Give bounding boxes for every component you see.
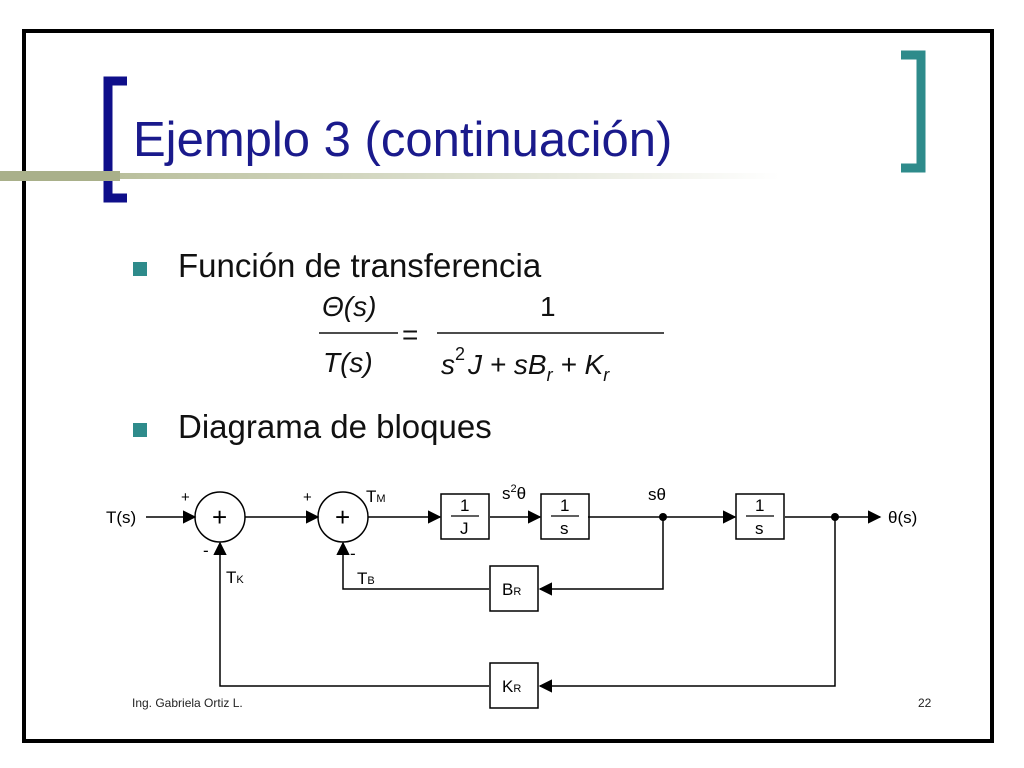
title-rule xyxy=(120,173,780,179)
sum1-plus-sign: + xyxy=(181,489,190,506)
block-br xyxy=(489,565,539,612)
block-kr-label: KR xyxy=(502,677,521,696)
bullet-icon xyxy=(133,423,147,437)
title-rule-left xyxy=(0,171,120,181)
stheta-label: sθ xyxy=(648,485,666,504)
left-bracket-icon xyxy=(103,76,127,203)
formula-num-right: 1 xyxy=(540,291,556,322)
block-1j-num: 1 xyxy=(460,496,469,515)
pickoff-point-stheta xyxy=(659,513,667,521)
page-number: 22 xyxy=(918,696,932,710)
tk-label: TK xyxy=(226,568,244,587)
formula-equals: = xyxy=(402,319,418,350)
block-1s-a-num: 1 xyxy=(560,496,569,515)
formula-den-left: T(s) xyxy=(323,347,373,378)
output-label: θ(s) xyxy=(888,508,917,527)
slide-title: Ejemplo 3 (continuación) xyxy=(133,113,673,167)
pickoff-point-theta xyxy=(831,513,839,521)
block-br-label: BR xyxy=(502,580,521,599)
block-1-over-j xyxy=(440,493,490,540)
block-1j-den: J xyxy=(460,519,469,538)
block-1s-b-num: 1 xyxy=(755,496,764,515)
sum2-symbol: + xyxy=(335,502,350,532)
br-feedback-in xyxy=(538,517,664,596)
sum2-minus-sign: - xyxy=(350,544,356,563)
sum1-symbol: + xyxy=(212,502,227,532)
block-1-over-s-a xyxy=(540,493,590,540)
block-1-over-s-b xyxy=(735,493,785,540)
slide-frame xyxy=(22,29,994,743)
right-bracket-icon xyxy=(901,50,926,173)
block-1s-a-den: s xyxy=(560,519,569,538)
kr-feedback-in xyxy=(538,517,836,693)
block-1s-b-den: s xyxy=(755,519,764,538)
s2theta-label: s2θ xyxy=(502,483,526,503)
br-feedback-out xyxy=(336,541,489,590)
bullet-icon xyxy=(133,262,147,276)
input-label: T(s) xyxy=(106,508,136,527)
tb-label: TB xyxy=(357,569,375,588)
tm-label: TM xyxy=(366,487,386,506)
footer-author: Ing. Gabriela Ortiz L. xyxy=(132,696,243,710)
formula-num-left: Θ(s) xyxy=(322,291,376,322)
sum1-minus-sign: - xyxy=(203,541,209,560)
kr-feedback-out xyxy=(213,541,489,687)
sum2-plus-sign: + xyxy=(303,489,312,506)
block-kr xyxy=(489,662,539,709)
bullet-transfer-function: Función de transferencia xyxy=(178,247,542,284)
bullet-block-diagram: Diagrama de bloques xyxy=(178,408,492,445)
